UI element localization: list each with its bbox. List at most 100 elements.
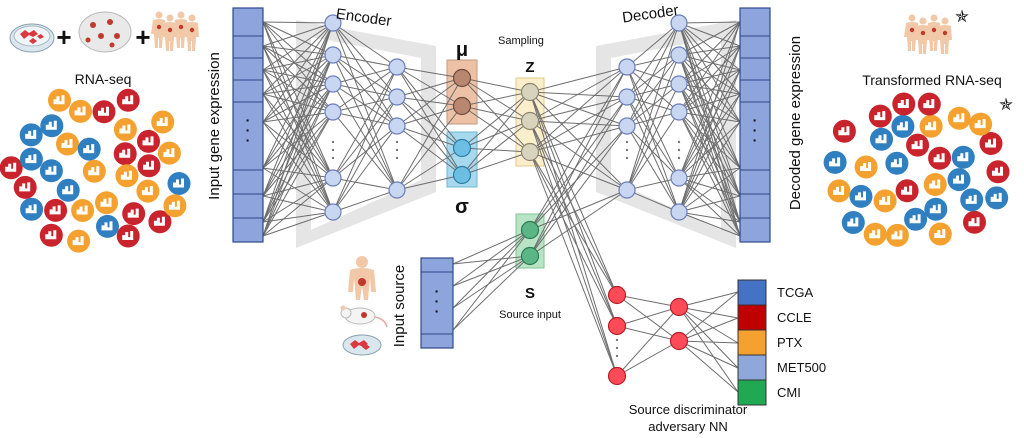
network-edge bbox=[332, 96, 398, 113]
network-edge bbox=[461, 91, 531, 176]
network-edge bbox=[452, 255, 531, 309]
network-edge bbox=[678, 45, 741, 213]
network-edge bbox=[678, 21, 741, 56]
person-body bbox=[926, 22, 941, 51]
expression-glyph bbox=[909, 214, 921, 224]
expression-glyph bbox=[101, 221, 113, 231]
network-edge bbox=[262, 211, 334, 223]
network-edge bbox=[626, 54, 680, 98]
mouse-icon bbox=[340, 305, 388, 328]
expression-glyph bbox=[25, 154, 37, 164]
expression-glyph bbox=[62, 185, 74, 195]
petri-dish-icon bbox=[342, 334, 382, 356]
network-edge bbox=[626, 22, 680, 127]
network-edge bbox=[678, 291, 739, 342]
person-head bbox=[155, 11, 163, 19]
network-edge bbox=[396, 66, 463, 107]
network-edge bbox=[529, 125, 628, 231]
network-edge bbox=[262, 54, 334, 223]
s-node bbox=[520, 220, 540, 240]
person-lesion bbox=[156, 24, 162, 30]
sample-circle bbox=[0, 156, 23, 180]
network-edge bbox=[396, 66, 463, 79]
network-edge bbox=[529, 151, 618, 377]
decoded-gene-expression-bar: · · · bbox=[739, 7, 771, 243]
expression-glyph bbox=[990, 192, 1002, 202]
person-head bbox=[177, 11, 185, 19]
svg-text:·: · bbox=[753, 112, 758, 128]
network-edge bbox=[332, 177, 398, 191]
network-edge bbox=[529, 120, 618, 296]
network-edge bbox=[616, 306, 680, 327]
network-edge bbox=[678, 195, 741, 213]
expression-glyph bbox=[875, 134, 887, 144]
cell-cluster-icon bbox=[78, 11, 132, 53]
network-edge bbox=[396, 105, 463, 127]
network-edge bbox=[529, 66, 628, 231]
person-head bbox=[908, 14, 916, 22]
network-edge bbox=[678, 54, 741, 223]
network-edge bbox=[396, 66, 463, 149]
network-edge bbox=[678, 83, 741, 169]
expression-glyph bbox=[163, 148, 175, 158]
network-edge bbox=[461, 91, 531, 149]
expression-glyph bbox=[45, 165, 57, 175]
decoder-node bbox=[670, 46, 688, 64]
svg-text:·: · bbox=[435, 293, 440, 309]
network-edge bbox=[529, 125, 628, 153]
network-edge bbox=[332, 125, 398, 213]
network-edge bbox=[452, 255, 531, 331]
network-edge bbox=[678, 211, 741, 237]
person-body bbox=[904, 22, 919, 51]
expression-glyph bbox=[860, 162, 872, 171]
discriminator-node bbox=[607, 366, 627, 386]
network-edge bbox=[678, 21, 741, 213]
network-edge bbox=[262, 22, 334, 71]
network-edge bbox=[626, 111, 680, 127]
network-edge bbox=[678, 22, 741, 197]
expression-glyph bbox=[929, 204, 941, 214]
expression-glyph bbox=[891, 230, 903, 240]
expression-glyph bbox=[120, 170, 132, 180]
network-edge bbox=[262, 22, 334, 237]
decoder-node bbox=[670, 169, 688, 187]
input-bar-dots: · bbox=[246, 112, 251, 128]
network-edge bbox=[626, 125, 680, 213]
discriminator-node bbox=[607, 316, 627, 336]
encoder-node bbox=[324, 103, 342, 121]
discriminator-label-line1: Source discriminator bbox=[629, 402, 748, 417]
expression-glyph bbox=[143, 160, 154, 170]
network-edge bbox=[678, 69, 741, 179]
expression-glyph bbox=[49, 205, 61, 215]
expression-glyph bbox=[925, 121, 937, 131]
network-edge bbox=[678, 306, 739, 393]
network-edge bbox=[262, 22, 334, 197]
expression-glyph bbox=[119, 124, 131, 134]
expression-glyph bbox=[992, 166, 1003, 176]
network-edge bbox=[396, 96, 463, 176]
discriminator-node bbox=[607, 285, 627, 305]
person-body bbox=[173, 19, 188, 48]
network-edge bbox=[262, 54, 334, 169]
expression-glyph bbox=[53, 95, 65, 105]
transformed-rna-seq-sample-cluster bbox=[823, 92, 1010, 247]
svg-text:·: · bbox=[753, 122, 758, 138]
expression-glyph bbox=[968, 217, 980, 227]
network-edge bbox=[616, 306, 680, 377]
expression-glyph bbox=[25, 204, 37, 214]
network-edge bbox=[332, 96, 398, 213]
network-edge bbox=[396, 77, 463, 191]
network-edge bbox=[262, 22, 334, 223]
legend-swatch bbox=[737, 304, 767, 331]
expression-glyph bbox=[985, 138, 996, 148]
encoder-node bbox=[324, 46, 342, 64]
network-edge bbox=[678, 93, 741, 179]
network-edge bbox=[396, 174, 463, 191]
network-nodes bbox=[324, 14, 689, 386]
network-edge bbox=[678, 93, 741, 213]
network-edge bbox=[678, 121, 741, 179]
person-body bbox=[151, 19, 166, 48]
network-edge bbox=[529, 96, 628, 257]
network-edge bbox=[262, 93, 334, 179]
